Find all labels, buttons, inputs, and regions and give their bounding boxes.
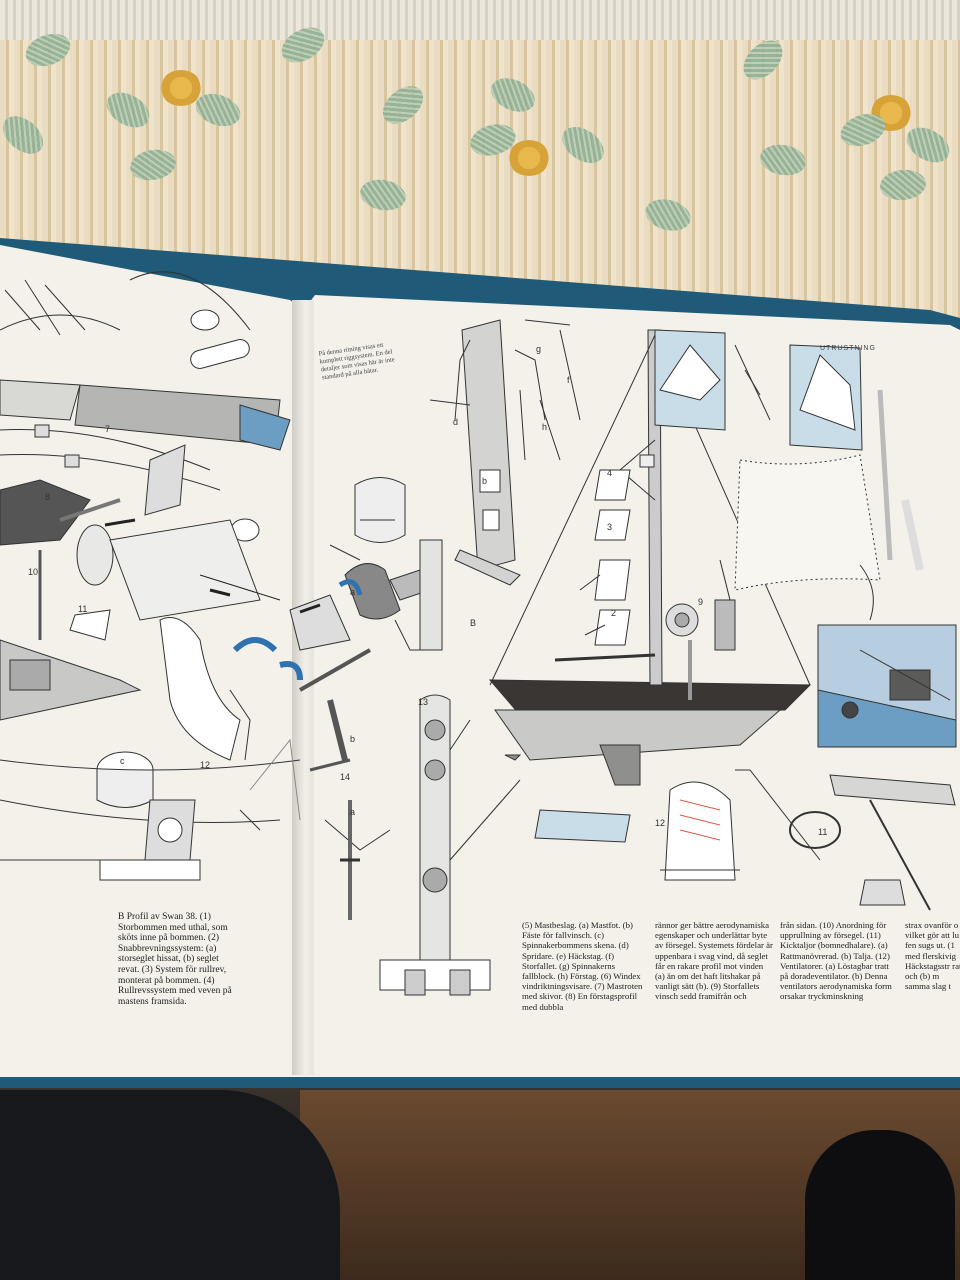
mast-slot <box>482 509 500 531</box>
mast-winch <box>354 477 406 543</box>
fitting <box>34 424 50 438</box>
caption-column-2: rännor ger bättre aerodynamiska egenskap… <box>655 920 773 1002</box>
block-line <box>129 271 251 331</box>
figure-number: 11 <box>78 604 87 614</box>
figure-letter: a <box>350 807 355 817</box>
rug-edge-band <box>0 0 960 40</box>
winch-drum <box>76 524 114 586</box>
boom <box>554 653 656 662</box>
winch-handle <box>299 648 371 692</box>
boom-fitting-blue <box>239 404 291 451</box>
sheave-slot <box>190 339 250 369</box>
block-pulley <box>190 309 220 331</box>
backstay-adjuster <box>829 774 956 806</box>
person-leg <box>0 1090 340 1280</box>
figure-letter: d <box>453 417 458 427</box>
boom-end <box>0 379 81 421</box>
left-caption: B Profil av Swan 38. (1) Storbommen med … <box>118 912 232 1007</box>
figure-number: 3 <box>607 522 612 532</box>
figure-number: 8 <box>45 492 50 502</box>
figure-letter: h <box>542 422 547 432</box>
mast-heel <box>454 549 521 586</box>
furler-foil <box>877 389 893 561</box>
figure-number: 2 <box>611 608 616 618</box>
windex-vane <box>324 819 391 851</box>
arm-sketch <box>159 617 241 761</box>
spreader <box>639 454 655 468</box>
track-car <box>144 444 186 516</box>
steering-line <box>735 769 821 861</box>
figure-number: 12 <box>655 818 665 828</box>
hull-underbody <box>494 709 782 761</box>
ventilator-cowl <box>534 809 631 843</box>
figure-letter: a <box>350 587 355 597</box>
figure-letter: b <box>350 734 355 744</box>
figure-number: 9 <box>698 597 703 607</box>
figure-number: 10 <box>28 567 38 577</box>
rug-flower-icon <box>508 140 550 176</box>
mast-section <box>461 319 516 571</box>
foil-section <box>594 469 631 501</box>
figure-number: 12 <box>200 760 210 770</box>
caption-column-1: (5) Mastbeslag. (a) Mastfot. (b) Fäste f… <box>522 920 643 1012</box>
direction-arrow-icon <box>338 579 363 596</box>
figure-letter: B <box>470 618 476 628</box>
boat-hull <box>488 679 812 716</box>
figure-number: 11 <box>818 827 827 837</box>
rug-flower-icon <box>160 70 202 106</box>
furling-sail <box>734 454 881 591</box>
mast-step <box>419 539 443 651</box>
sail-sketch <box>0 314 121 331</box>
sail-panel <box>109 519 261 621</box>
figure-number: 13 <box>418 697 428 707</box>
figure-number: 14 <box>340 772 350 782</box>
figure-letter: f <box>567 375 570 385</box>
caption-column-3: från sidan. (10) Anordning för upprullni… <box>780 920 892 1002</box>
dorade-vent <box>664 781 736 881</box>
winch-gear <box>344 563 401 620</box>
person-foot <box>805 1130 955 1280</box>
figure-number: 7 <box>105 424 110 434</box>
figure-number: 4 <box>607 468 612 478</box>
rigging-lines <box>4 279 86 336</box>
block-fitting <box>69 609 111 641</box>
rudder <box>504 754 522 761</box>
steering-wheel <box>789 811 841 849</box>
figure-letter: b <box>482 476 487 486</box>
figure-letter: c <box>120 756 125 766</box>
gooseneck <box>0 479 91 546</box>
backstay <box>489 334 656 686</box>
figure-letter: g <box>536 344 541 354</box>
deck-track <box>99 859 201 881</box>
chapter-header: UTRUSTNING <box>820 345 876 352</box>
keel <box>599 744 641 786</box>
caption-column-4: strax ovanför o vilket gör att lu fen su… <box>905 920 960 992</box>
rotation-arrow-icon <box>232 637 278 653</box>
